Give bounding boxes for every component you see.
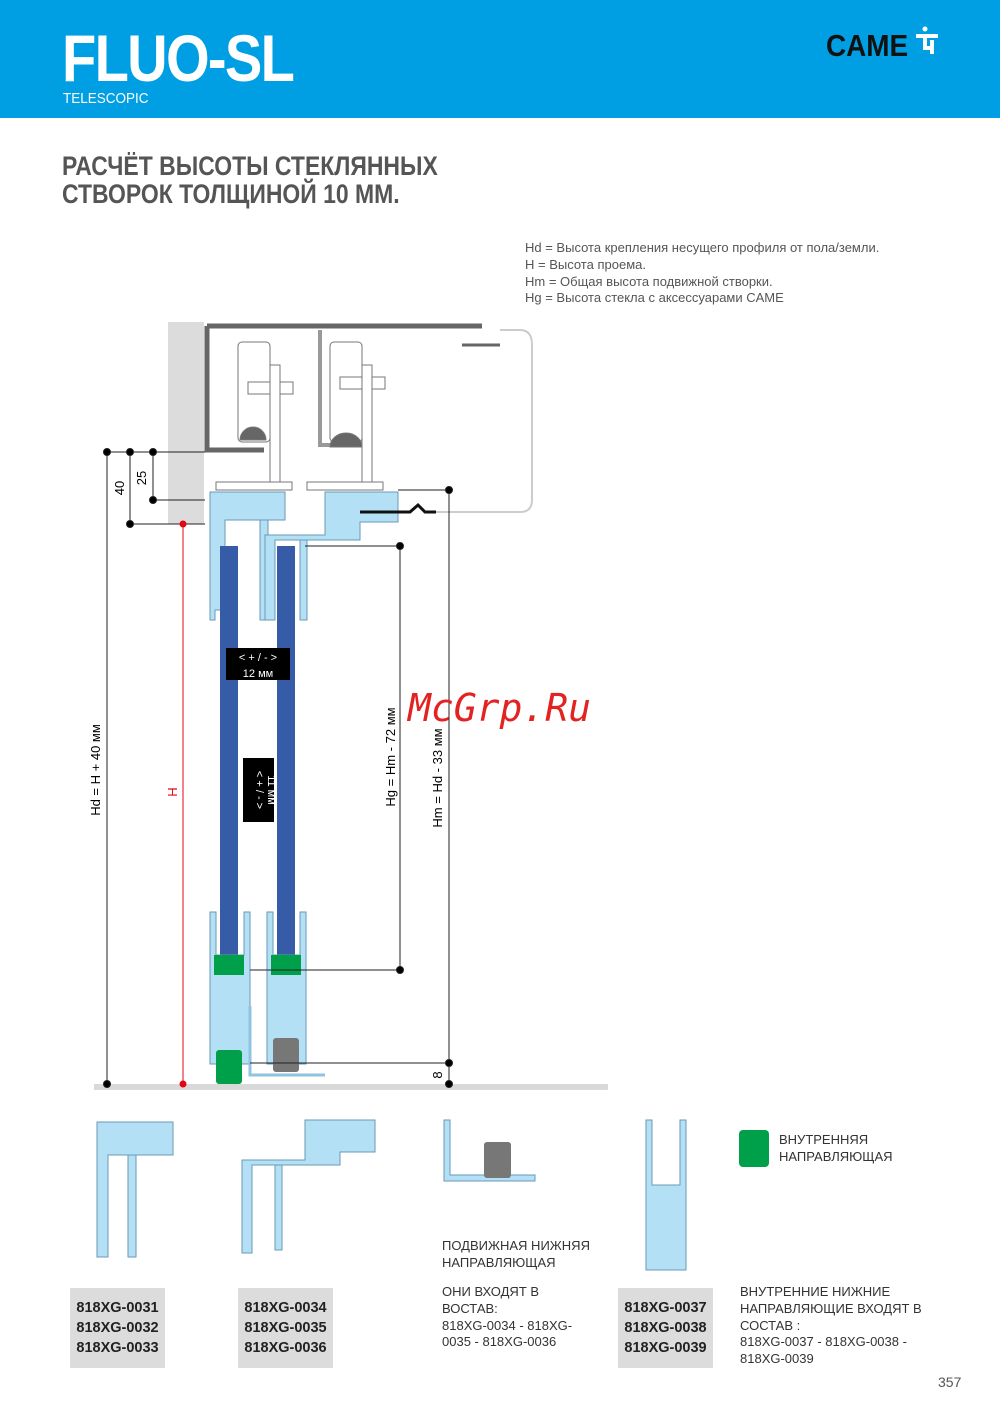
- part-code: 818XG-0033: [76, 1340, 159, 1356]
- part-code: 818XG-0038: [624, 1320, 707, 1336]
- guide-block: [273, 1038, 299, 1072]
- note-line: ПОДВИЖНАЯ НИЖНЯЯ: [442, 1238, 590, 1253]
- hm-formula: Hm = Hd - 33 мм: [430, 728, 445, 827]
- page-header: FLUO-SL TELESCOPIC CAME: [0, 0, 1000, 118]
- note-line: НАПРАВЛЯЮЩАЯ: [779, 1148, 893, 1164]
- part-code: 818XG-0037: [624, 1300, 707, 1316]
- floor-guide-rail: [248, 1006, 325, 1077]
- part-profile-0031: [96, 1121, 174, 1258]
- inner-guide: [216, 1050, 242, 1084]
- dim-25-label: 25: [134, 471, 149, 485]
- part-drawings: [96, 1119, 687, 1271]
- tolerance-h-sign: < + / - >: [239, 652, 277, 664]
- inner-guide-legend: ВНУТРЕННЯЯ НАПРАВЛЯЮЩАЯ: [779, 1132, 893, 1166]
- inner-guide-note: ВНУТРЕННИЕ НИЖНИЕ НАПРАВЛЯЮЩИЕ ВХОДЯТ В …: [740, 1284, 922, 1368]
- tolerance-h-value: 12 мм: [243, 668, 273, 680]
- note-line: ОНИ ВХОДЯТ В: [442, 1284, 540, 1299]
- legend-hd: Hd = Высота крепления несущего профиля о…: [525, 240, 880, 255]
- dim-40-label: 40: [112, 481, 127, 495]
- roller-wheel: [215, 341, 386, 491]
- legend: Hd = Высота крепления несущего профиля о…: [525, 240, 879, 307]
- hd-formula: Hd = H + 40 мм: [88, 724, 103, 816]
- dimension-lines: [103, 448, 453, 1088]
- note-line: 818XG-0037 - 818XG-0038 -: [740, 1334, 907, 1350]
- note-line: ВНУТРЕННЯЯ: [779, 1132, 869, 1147]
- tolerance-v-value: 11 мм: [265, 775, 277, 805]
- note-line: НАПРАВЛЯЮЩИЕ ВХОДЯТ В: [740, 1300, 922, 1316]
- section-heading: РАСЧЁТ ВЫСОТЫ СТЕКЛЯННЫХ СТВОРОК ТОЛЩИНО…: [62, 151, 438, 209]
- watermark: McGrp.Ru: [408, 686, 592, 730]
- inner-guide-legend-swatch: [739, 1130, 769, 1167]
- part-code: 818XG-0032: [76, 1320, 159, 1336]
- h-label: H: [165, 787, 180, 796]
- product-title: FLUO-SL: [62, 21, 295, 95]
- movable-guide-title: ПОДВИЖНАЯ НИЖНЯЯ НАПРАВЛЯЮЩАЯ: [442, 1238, 590, 1272]
- legend-hg: Hg = Высота стекла с аксессуарами CAME: [525, 290, 784, 306]
- glass-panel: [220, 546, 238, 966]
- part-code: 818XG-0035: [244, 1320, 327, 1336]
- h-dimension-dot: [179, 1080, 187, 1088]
- h-dimension-dot: [179, 520, 187, 528]
- product-subtitle: TELESCOPIC: [63, 90, 149, 107]
- part-inner-guide-profile: [645, 1119, 687, 1271]
- dim-8-label: 8: [430, 1071, 445, 1078]
- glass-gasket: [214, 955, 244, 975]
- part-code: 818XG-0034: [244, 1300, 327, 1316]
- note-line: ВНУТРЕННИЕ НИЖНИЕ: [740, 1284, 891, 1299]
- hg-formula: Hg = Hm - 72 мм: [383, 707, 398, 806]
- movable-guide-note: ОНИ ВХОДЯТ В ВОСТАВ: 818XG-0034 - 818XG-…: [442, 1284, 572, 1351]
- note-line: 818XG-0039: [740, 1351, 814, 1367]
- codes-box-1: 818XG-0031 818XG-0032 818XG-0033: [70, 1288, 165, 1368]
- part-floor-guide: [443, 1119, 536, 1182]
- note-line: 0035 - 818XG-0036: [442, 1334, 557, 1350]
- came-logo: CAME: [826, 28, 909, 63]
- note-line: 818XG-0034 - 818XG-: [442, 1317, 573, 1333]
- part-code: 818XG-0039: [624, 1340, 707, 1356]
- tolerance-v-box: [243, 758, 274, 822]
- part-profile-0034: [241, 1119, 376, 1254]
- part-code: 818XG-0031: [76, 1300, 159, 1316]
- legend-hm: Hm = Общая высота подвижной створки.: [525, 273, 773, 289]
- legend-h: H = Высота проема.: [525, 256, 646, 272]
- codes-box-3: 818XG-0037 818XG-0038 818XG-0039: [618, 1288, 713, 1368]
- tolerance-h-box: [226, 648, 290, 680]
- codes-box-2: 818XG-0034 818XG-0035 818XG-0036: [238, 1288, 333, 1368]
- wall: [168, 322, 204, 524]
- note-line: СОСТАВ :: [740, 1317, 801, 1333]
- glass-gasket: [271, 955, 301, 975]
- tolerance-v-sign: < + / - >: [253, 771, 265, 809]
- cover-profile: [430, 329, 533, 513]
- came-logo-icon: [916, 26, 938, 54]
- seal: [360, 502, 436, 514]
- note-line: ВОСТАВ:: [442, 1300, 498, 1316]
- note-line: НАПРАВЛЯЮЩАЯ: [442, 1254, 556, 1270]
- part-code: 818XG-0036: [244, 1340, 327, 1356]
- part-guide-block: [484, 1142, 511, 1178]
- glass-panel: [277, 546, 295, 966]
- floor: [94, 1084, 608, 1090]
- page-number: 357: [938, 1374, 962, 1390]
